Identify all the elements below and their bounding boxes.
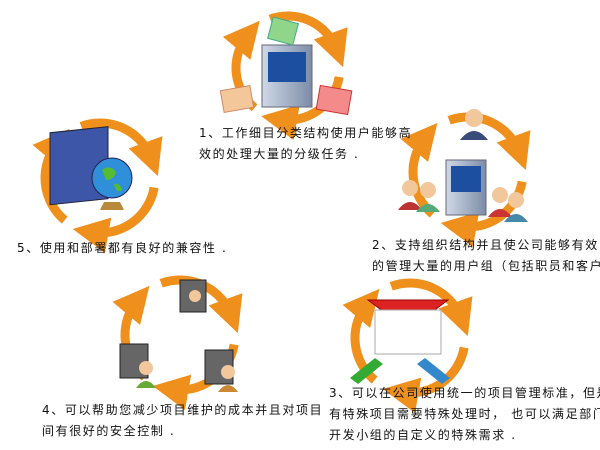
feature-4-caption: 4、可以帮助您减少项目维护的成本并且对项目 间有很好的安全控制 .	[42, 400, 323, 442]
swiss-army-knife-icon	[350, 299, 450, 384]
circular-arrow-icon	[440, 180, 527, 248]
computer-with-globe-icon	[49, 126, 133, 210]
caption-line: 5、使用和部署都有良好的兼容性 .	[17, 241, 228, 255]
caption-line: 2、支持组织结构并且使公司能够有效	[372, 238, 599, 252]
circular-arrow-icon	[447, 112, 531, 171]
caption-line: 的管理大量的用户组（包括职员和客户）.	[372, 259, 600, 273]
caption-line: 1、工作细目分类结构使用户能够高	[199, 126, 413, 140]
caption-line: 开发小组的自定义的特殊需求 .	[329, 428, 517, 442]
feature-2-caption: 2、支持组织结构并且使公司能够有效 的管理大量的用户组（包括职员和客户）.	[372, 235, 600, 277]
caption-line: 效的处理大量的分级任务 .	[199, 147, 360, 161]
enterprise-server-with-documents-icon	[219, 16, 353, 116]
circular-arrow-icon	[389, 278, 473, 337]
caption-line: 有特殊项目需要特殊处理时， 也可以满足部门和	[329, 407, 600, 421]
circular-arrow-icon	[268, 11, 348, 68]
feature-5-caption: 5、使用和部署都有良好的兼容性 .	[17, 238, 227, 259]
circular-arrow-icon	[261, 76, 344, 141]
server-with-user-groups-icon	[398, 109, 528, 222]
caption-line: 间有很好的安全控制 .	[42, 424, 176, 438]
secure-servers-with-users-icon	[119, 279, 238, 392]
caption-line: 3、可以在公司使用统一的项目管理标准，但是当	[329, 386, 600, 400]
circular-arrow-icon	[72, 186, 159, 254]
circular-arrow-icon	[79, 118, 163, 177]
circular-arrow-icon	[400, 122, 438, 218]
caption-line: 4、可以帮助您减少项目维护的成本并且对项目	[42, 403, 324, 417]
feature-1-caption: 1、工作细目分类结构使用户能够高 效的处理大量的分级任务 .	[199, 123, 412, 165]
feature-3-caption: 3、可以在公司使用统一的项目管理标准，但是当 有特殊项目需要特殊处理时， 也可以…	[329, 383, 600, 446]
